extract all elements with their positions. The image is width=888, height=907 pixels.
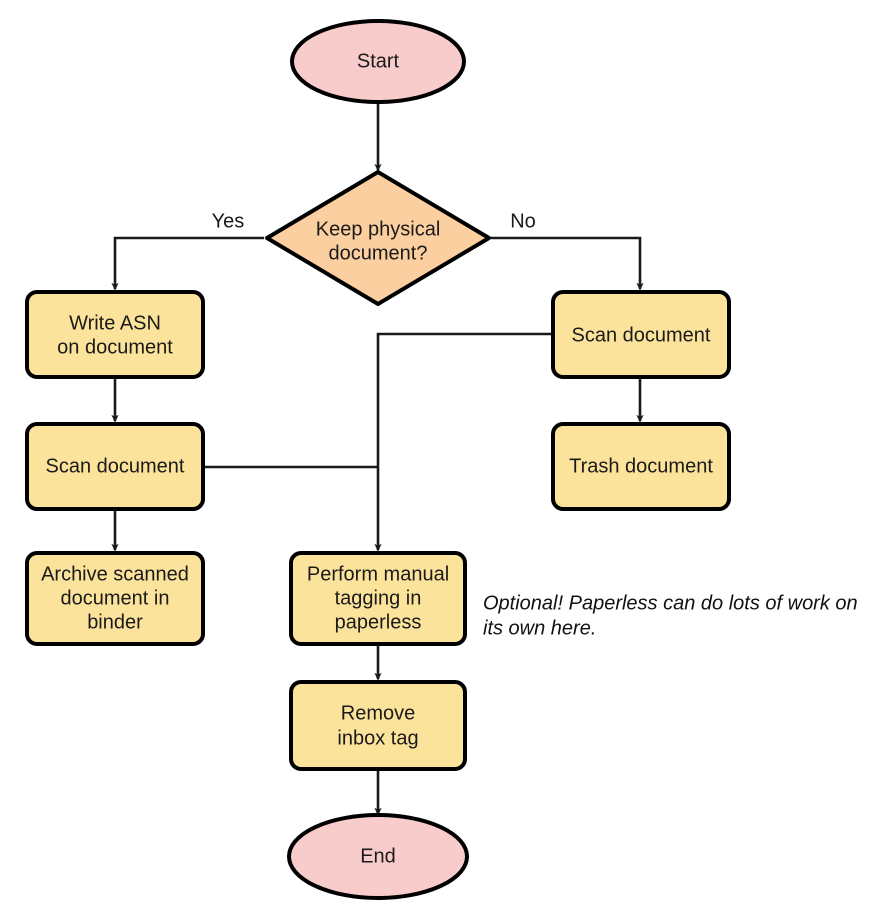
- archive-label-line3: binder: [87, 611, 143, 633]
- remove-inbox-label-line1: Remove: [341, 702, 415, 724]
- archive-label-line1: Archive scanned: [41, 563, 189, 585]
- node-remove-inbox-tag[interactable]: Remove inbox tag: [289, 680, 467, 771]
- start-ellipse-shape: [290, 19, 466, 104]
- annotation-line1: Optional! Paperless can do lots of work …: [483, 592, 858, 614]
- archive-label-line2: document in: [61, 587, 170, 609]
- archive-box-shape: [25, 551, 205, 646]
- edge-decision-no-to-scan-right: [491, 236, 644, 291]
- edge-scan-right-to-tagging: [374, 332, 552, 552]
- end-label: End: [360, 845, 396, 867]
- tagging-label-line1: Perform manual: [307, 563, 449, 585]
- end-ellipse-shape: [287, 813, 469, 900]
- write-asn-label-line1: Write ASN: [69, 312, 161, 334]
- node-scan-document-right[interactable]: Scan document: [551, 290, 731, 379]
- node-start[interactable]: Start: [290, 19, 466, 104]
- remove-inbox-label-line2: inbox tag: [337, 727, 418, 749]
- annotation-optional-paperless: Optional! Paperless can do lots of work …: [483, 592, 858, 639]
- write-asn-label-line2: on document: [57, 336, 173, 358]
- decision-diamond-shape: [265, 170, 491, 306]
- tagging-label-line2: tagging in: [335, 587, 422, 609]
- edge-decision-yes-to-write-asn: [111, 236, 264, 291]
- scan-document-left-box-shape: [25, 422, 205, 511]
- decision-label-line1: Keep physical: [316, 218, 441, 240]
- edge-label-no: No: [510, 210, 536, 232]
- edge-labels-layer: Yes No: [212, 210, 536, 232]
- write-asn-box-shape: [25, 290, 205, 379]
- start-label: Start: [357, 50, 400, 72]
- annotation-line2: its own here.: [483, 617, 596, 639]
- tagging-box-shape: [289, 551, 467, 646]
- scan-document-right-label: Scan document: [572, 324, 711, 346]
- edge-label-yes: Yes: [212, 210, 245, 232]
- decision-label-line2: document?: [329, 242, 428, 264]
- scan-document-right-box-shape: [551, 290, 731, 379]
- remove-inbox-box-shape: [289, 680, 467, 771]
- scan-document-left-label: Scan document: [46, 455, 185, 477]
- node-decision-keep-physical-document[interactable]: Keep physical document?: [265, 170, 491, 306]
- node-scan-document-left[interactable]: Scan document: [25, 422, 205, 511]
- node-write-asn-on-document[interactable]: Write ASN on document: [25, 290, 205, 379]
- edges-layer: [111, 103, 644, 816]
- tagging-label-line3: paperless: [335, 611, 422, 633]
- node-perform-manual-tagging[interactable]: Perform manual tagging in paperless: [289, 551, 467, 646]
- trash-document-label: Trash document: [569, 455, 713, 477]
- trash-document-box-shape: [551, 422, 731, 511]
- node-archive-scanned-document[interactable]: Archive scanned document in binder: [25, 551, 205, 646]
- node-trash-document[interactable]: Trash document: [551, 422, 731, 511]
- node-end[interactable]: End: [287, 813, 469, 900]
